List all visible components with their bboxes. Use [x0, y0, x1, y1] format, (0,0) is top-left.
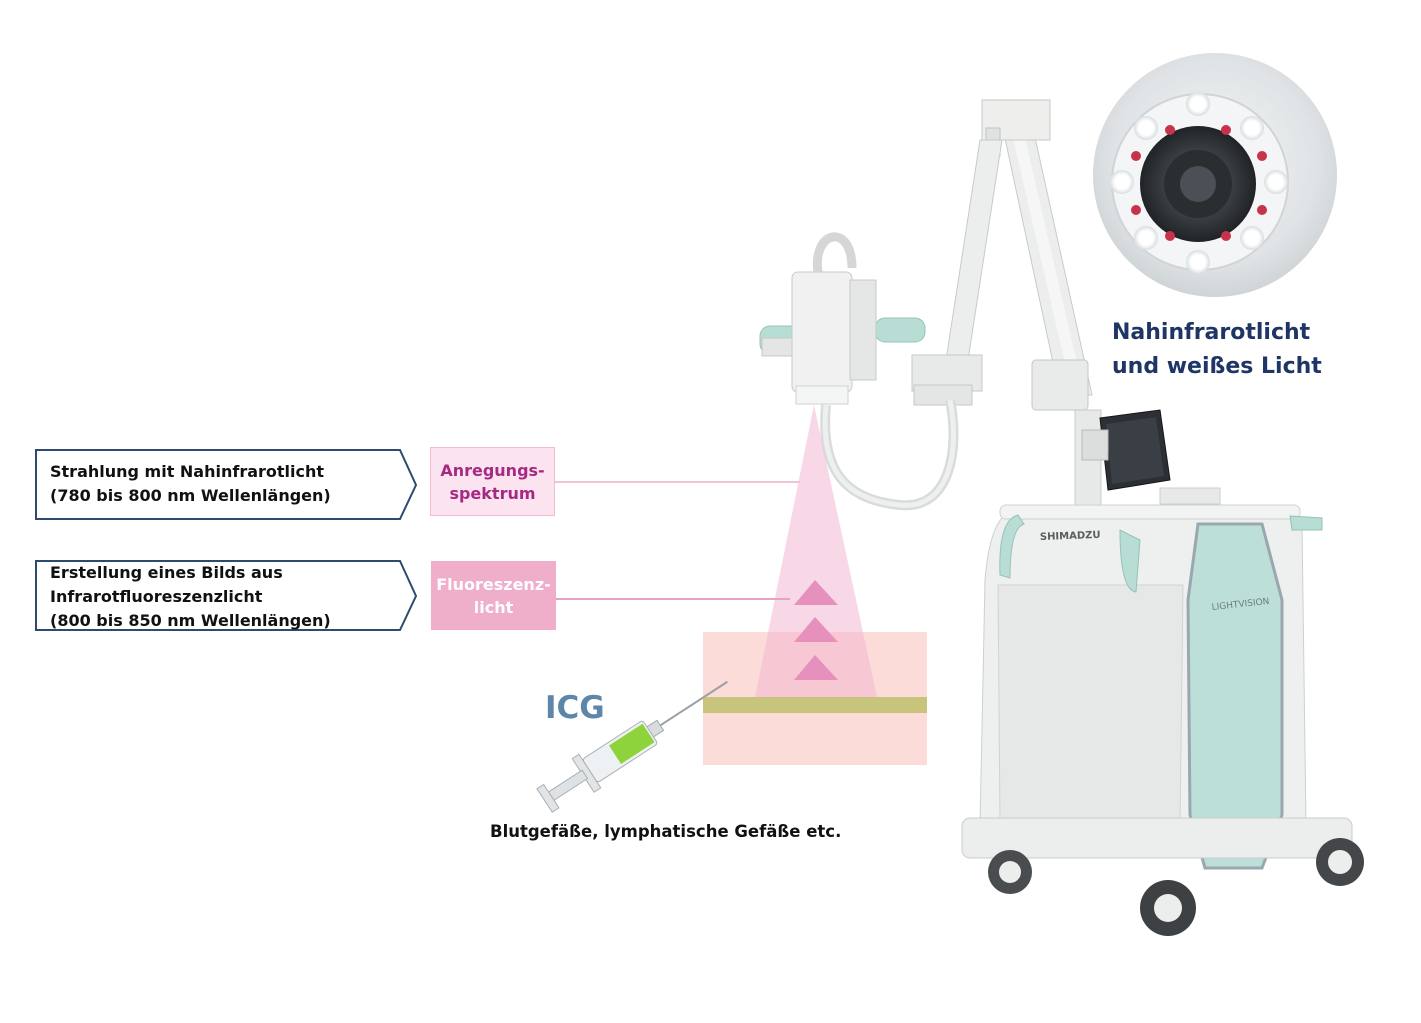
imaging-device: [759, 99, 1364, 936]
excitation-spectrum-label: Anregungs- spektrum: [430, 447, 555, 516]
light-caption-line-2: und weißes Licht: [1112, 354, 1322, 379]
fluorescence-arrow-bottom: [794, 655, 838, 680]
device-brand: SHIMADZU: [1040, 530, 1101, 543]
fluorescence-arrows: [794, 580, 838, 680]
callout-excitation-line-2: (780 bis 800 nm Wellenlängen): [50, 486, 331, 505]
fluorescence-label-line-1: Fluoreszenz-: [436, 574, 551, 594]
excitation-label-line-2: spektrum: [449, 483, 536, 503]
light-cone: [755, 405, 877, 697]
fluorescence-light-label: Fluoreszenz- licht: [431, 561, 556, 630]
vessel-caption: Blutgefäße, lymphatische Gefäße etc.: [490, 822, 842, 841]
syringe-icon: [536, 680, 728, 813]
fluorescence-label-line-2: licht: [473, 597, 514, 617]
callout-excitation-line-1: Strahlung mit Nahinfrarotlicht: [50, 462, 325, 481]
lens-closeup: [1093, 53, 1337, 297]
callout-text-excitation: Strahlung mit Nahinfrarotlicht (780 bis …: [50, 460, 331, 508]
fluorescence-arrow-top: [794, 580, 838, 605]
light-source-caption: Nahinfrarotlicht und weißes Licht: [1112, 316, 1322, 384]
callout-box-fluorescence: [35, 560, 418, 631]
fluorescence-arrow-middle: [794, 617, 838, 642]
icg-label: ICG: [545, 690, 605, 726]
callout-fluorescence-line-3: (800 bis 850 nm Wellenlängen): [50, 611, 331, 630]
excitation-label-line-1: Anregungs-: [440, 460, 545, 480]
callout-fluorescence-line-2: Infrarotfluoreszenzlicht: [50, 587, 263, 606]
cart-wheels: [988, 838, 1364, 936]
callout-box-excitation: [35, 449, 418, 520]
callout-text-fluorescence: Erstellung eines Bilds aus Infrarotfluor…: [50, 561, 331, 633]
light-caption-line-1: Nahinfrarotlicht: [1112, 320, 1311, 345]
callout-fluorescence-line-1: Erstellung eines Bilds aus: [50, 563, 283, 582]
